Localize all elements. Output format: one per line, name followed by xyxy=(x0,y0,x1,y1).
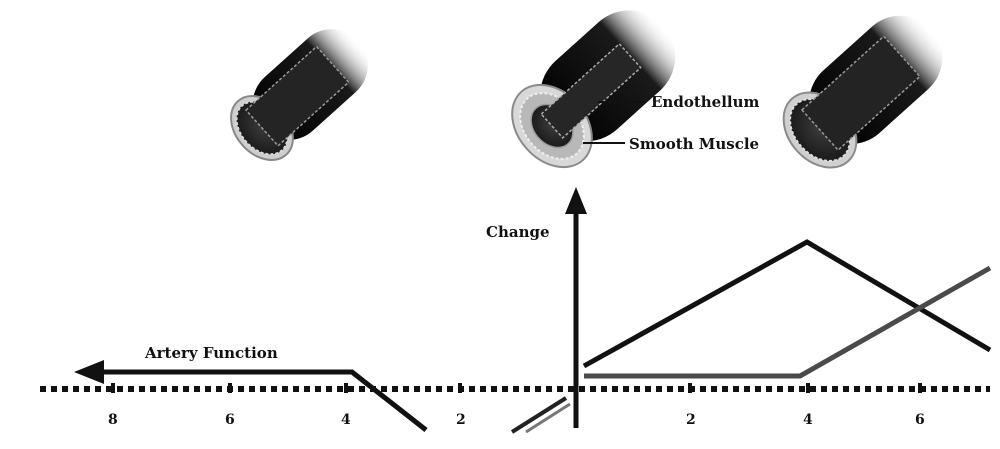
tick-label-left-8: 8 xyxy=(108,412,118,428)
artery-vessel-thickened xyxy=(511,10,676,169)
smooth-muscle-label: Smooth Muscle xyxy=(629,135,759,153)
artery-vessel-large xyxy=(782,15,943,169)
artery-function-arrowhead xyxy=(74,360,104,384)
endothelium-label: Endothellum xyxy=(651,93,760,111)
smooth-muscle-change-line xyxy=(584,265,992,379)
tick-label-left-4: 4 xyxy=(341,412,351,428)
tick-label-right-6: 6 xyxy=(915,412,925,428)
artery-function-label: Artery Function xyxy=(144,344,278,362)
change-axis-arrowhead xyxy=(565,187,587,214)
tick-label-right-2: 2 xyxy=(686,412,696,428)
artery-function-line xyxy=(96,369,428,432)
tick-label-left-6: 6 xyxy=(225,412,235,428)
endothelium-change-line xyxy=(582,239,992,369)
center-crossing-stroke-gray xyxy=(525,402,571,434)
baseline-tick-marks xyxy=(111,383,922,393)
tick-label-left-2: 2 xyxy=(456,412,466,428)
change-axis-label: Change xyxy=(486,223,550,241)
tick-label-right-4: 4 xyxy=(803,412,813,428)
artery-vessel-small xyxy=(230,29,368,161)
center-crossing-stroke-dark xyxy=(510,396,568,434)
